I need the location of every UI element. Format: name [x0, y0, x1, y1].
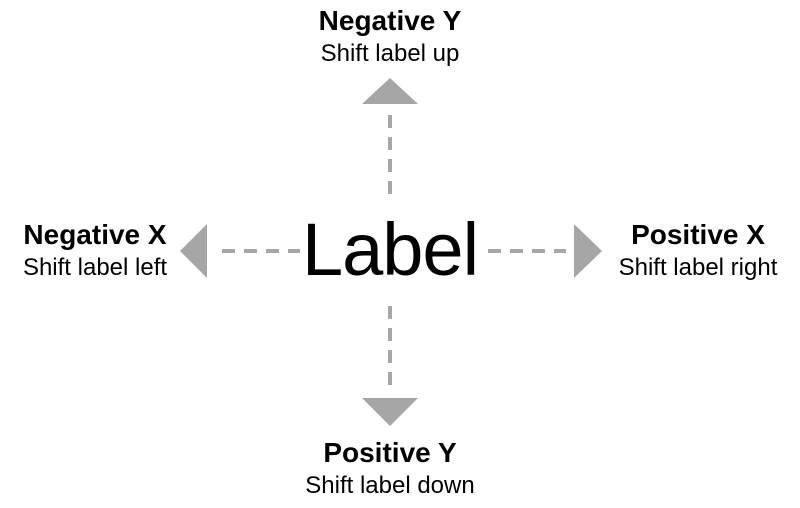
center-label: Label — [301, 208, 479, 291]
direction-negative-y: Negative Y Shift label up — [250, 4, 530, 69]
direction-description: Shift label left — [22, 254, 168, 281]
arrow-right-head-icon — [574, 224, 602, 278]
direction-positive-x: Positive X Shift label right — [596, 218, 800, 283]
direction-title: Positive X — [631, 219, 765, 250]
direction-description: Shift label up — [320, 40, 460, 67]
direction-title: Positive Y — [323, 437, 457, 468]
direction-title: Negative Y — [318, 5, 462, 36]
direction-description: Shift label right — [618, 254, 778, 281]
direction-title: Negative X — [23, 219, 167, 250]
direction-positive-y: Positive Y Shift label down — [240, 436, 540, 501]
direction-description: Shift label down — [305, 472, 475, 499]
arrow-left — [180, 224, 300, 278]
arrow-up — [362, 78, 418, 198]
arrow-down — [362, 306, 418, 426]
arrow-down-head-icon — [362, 398, 418, 426]
arrow-left-head-icon — [180, 224, 207, 278]
arrow-right — [488, 224, 602, 278]
direction-negative-x: Negative X Shift label left — [0, 218, 190, 283]
arrow-up-head-icon — [362, 78, 418, 104]
